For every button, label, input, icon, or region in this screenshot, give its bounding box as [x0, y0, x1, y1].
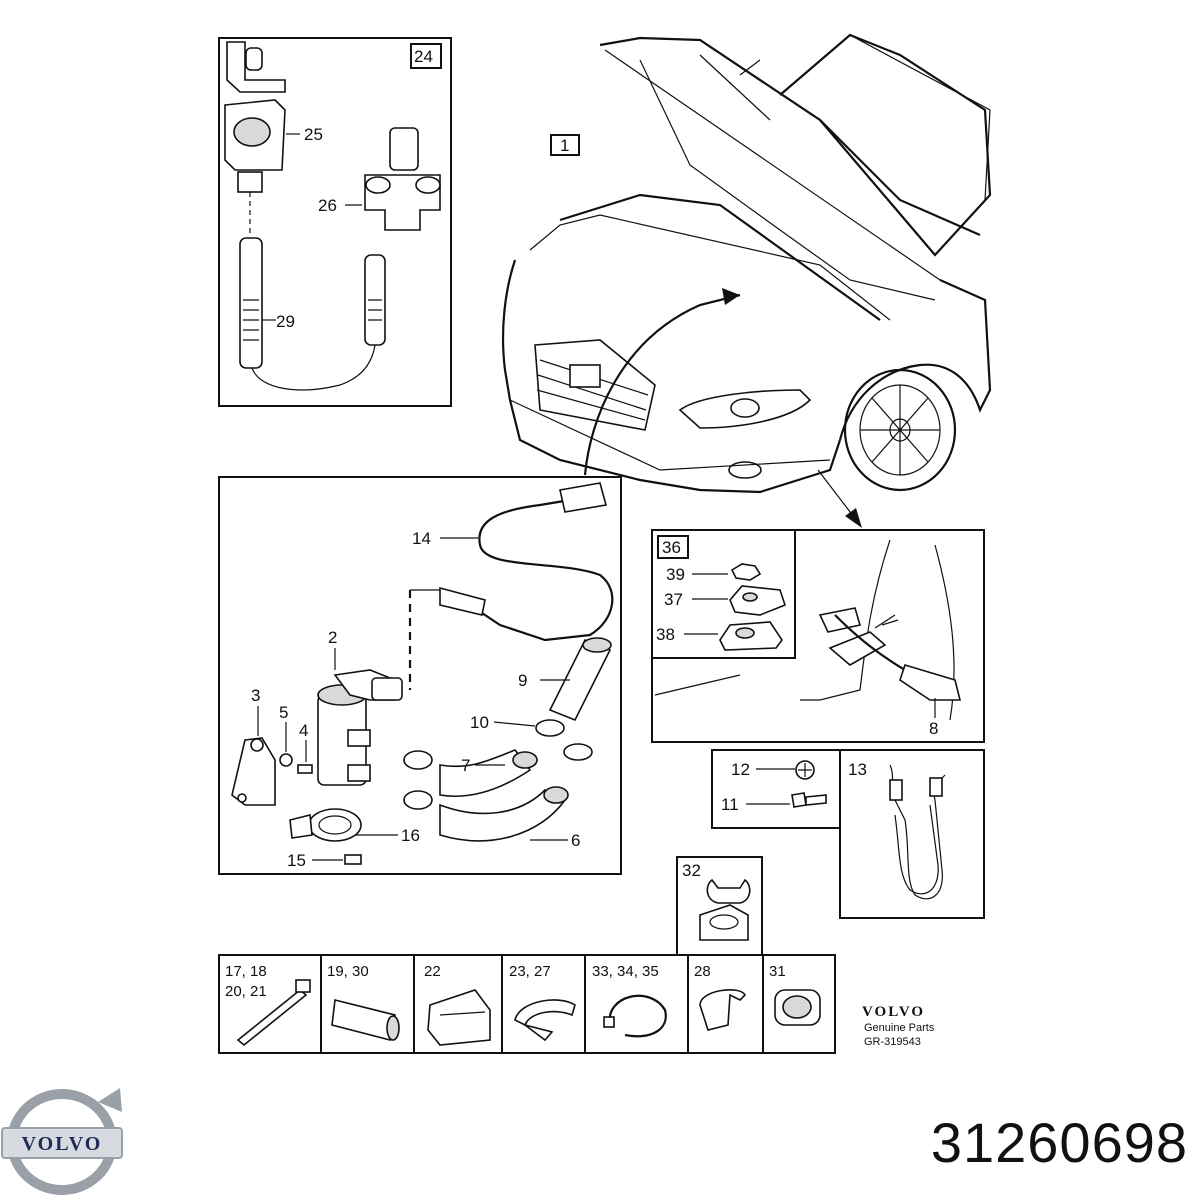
- cell-label-19-30: 19, 30: [327, 963, 369, 980]
- callout-15: 15: [287, 851, 306, 870]
- inset-cable-panel: 13: [839, 749, 985, 919]
- callout-10: 10: [470, 713, 489, 732]
- callout-32: 32: [682, 861, 701, 880]
- callout-12: 12: [731, 760, 750, 779]
- callout-25: 25: [304, 125, 323, 144]
- callout-16: 16: [401, 826, 420, 845]
- callout-7: 7: [461, 756, 470, 775]
- car-illustration: [501, 33, 992, 528]
- cell-label-28: 28: [694, 963, 711, 980]
- cell-label-31: 31: [769, 963, 786, 980]
- logo-wordmark: VOLVO: [22, 1133, 103, 1155]
- callout-38: 38: [656, 625, 675, 644]
- cell-label-22: 22: [424, 963, 441, 980]
- callout-5: 5: [279, 703, 288, 722]
- inset-main-panel: 14 2 9 3 5 4 10: [218, 476, 622, 875]
- cell-label-20-21: 20, 21: [225, 983, 267, 1000]
- part-number: 31260698: [930, 1111, 1188, 1174]
- inset-top-ref: 24: [414, 47, 433, 66]
- cell-label-17-18: 17, 18: [225, 963, 267, 980]
- inset-side-panel: 36 39 37 38 8: [651, 529, 985, 743]
- callout-11: 11: [721, 795, 739, 814]
- callout-29: 29: [276, 312, 295, 331]
- volvo-logo: VOLVO: [1, 1088, 123, 1195]
- callout-6: 6: [571, 831, 580, 850]
- inset-side-ref: 36: [662, 538, 681, 557]
- callout-2: 2: [328, 628, 337, 647]
- callout-39: 39: [666, 565, 685, 584]
- cell-label-33-34-35: 33, 34, 35: [592, 963, 659, 980]
- ref-box-1: [550, 134, 580, 156]
- clip-32-panel: 32: [676, 856, 763, 956]
- callout-14: 14: [412, 529, 431, 548]
- bottom-row: 17, 18 20, 21 19, 30 22 23, 27 33, 34, 3…: [218, 954, 836, 1054]
- inset-fastener-panel: 12 11: [711, 749, 841, 829]
- callout-26: 26: [318, 196, 337, 215]
- callout-9: 9: [518, 671, 527, 690]
- drawing-code: GR-319543: [864, 1036, 921, 1048]
- callout-37: 37: [664, 590, 683, 609]
- ref-label-1: 1: [560, 136, 569, 155]
- cell-label-23-27: 23, 27: [509, 963, 551, 980]
- callout-3: 3: [251, 686, 260, 705]
- genuine-parts-text: Genuine Parts: [864, 1022, 935, 1034]
- callout-4: 4: [299, 721, 308, 740]
- callout-13: 13: [848, 760, 867, 779]
- volvo-stamp-name: VOLVO: [862, 1004, 926, 1020]
- callout-8: 8: [929, 719, 938, 738]
- inset-top-panel: 24 25 26 29: [218, 37, 452, 407]
